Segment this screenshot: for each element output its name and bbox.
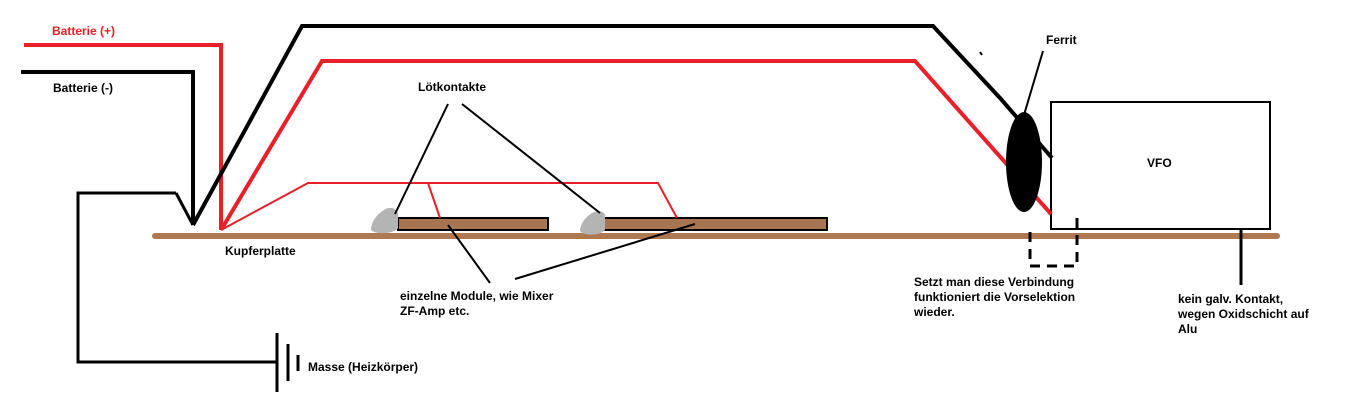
no-contact-note-line2: wegen Oxidschicht auf	[1177, 307, 1310, 321]
connection-note-line1: Setzt man diese Verbindung	[914, 275, 1074, 289]
modules-label-line1: einzelne Module, wie Mixer	[400, 289, 554, 303]
connection-note-line2: funktioniert die Vorselektion	[914, 290, 1075, 304]
module-supply-branch	[427, 182, 441, 219]
battery-plus-label: Batterie (+)	[52, 24, 115, 38]
ferrite-label: Ferrit	[1046, 33, 1077, 47]
pointer-solder-right	[461, 103, 601, 214]
module-left	[397, 217, 549, 231]
ground-wire-branch	[76, 191, 276, 364]
no-contact-note-line1: kein galv. Kontakt,	[1178, 292, 1283, 306]
module-right	[603, 217, 828, 231]
positive-wire	[24, 43, 223, 230]
connection-note-line3: wieder.	[913, 305, 955, 319]
solder-blob-right	[580, 211, 606, 235]
vfo-box	[1050, 101, 1271, 230]
solder-blob-left	[371, 207, 398, 234]
wire-tick	[979, 51, 983, 56]
pointer-solder-left	[394, 103, 449, 215]
solder-contacts-label: Lötkontakte	[418, 80, 486, 94]
ground-wire-diagonal	[174, 192, 195, 226]
module-supply-wire	[220, 182, 678, 231]
suggested-connection	[1028, 218, 1079, 268]
pointer-module-left	[447, 224, 491, 284]
modules-label-line2: ZF-Amp etc.	[400, 304, 469, 318]
pointer-ferrite	[1023, 50, 1044, 116]
ground-wire	[167, 193, 183, 224]
battery-minus-label: Batterie (-)	[53, 81, 113, 95]
positive-supply-wire	[219, 59, 1053, 232]
ground-label: Masse (Heizkörper)	[308, 360, 418, 374]
negative-supply-wire	[191, 24, 1054, 226]
no-contact-note-line3: Alu	[1178, 322, 1197, 336]
copper-plate-label: Kupferplatte	[225, 244, 296, 258]
negative-wire	[21, 70, 195, 225]
vfo-label: VFO	[1147, 156, 1172, 170]
ferrite-core	[1006, 112, 1042, 212]
pointer-module-right	[514, 223, 696, 280]
